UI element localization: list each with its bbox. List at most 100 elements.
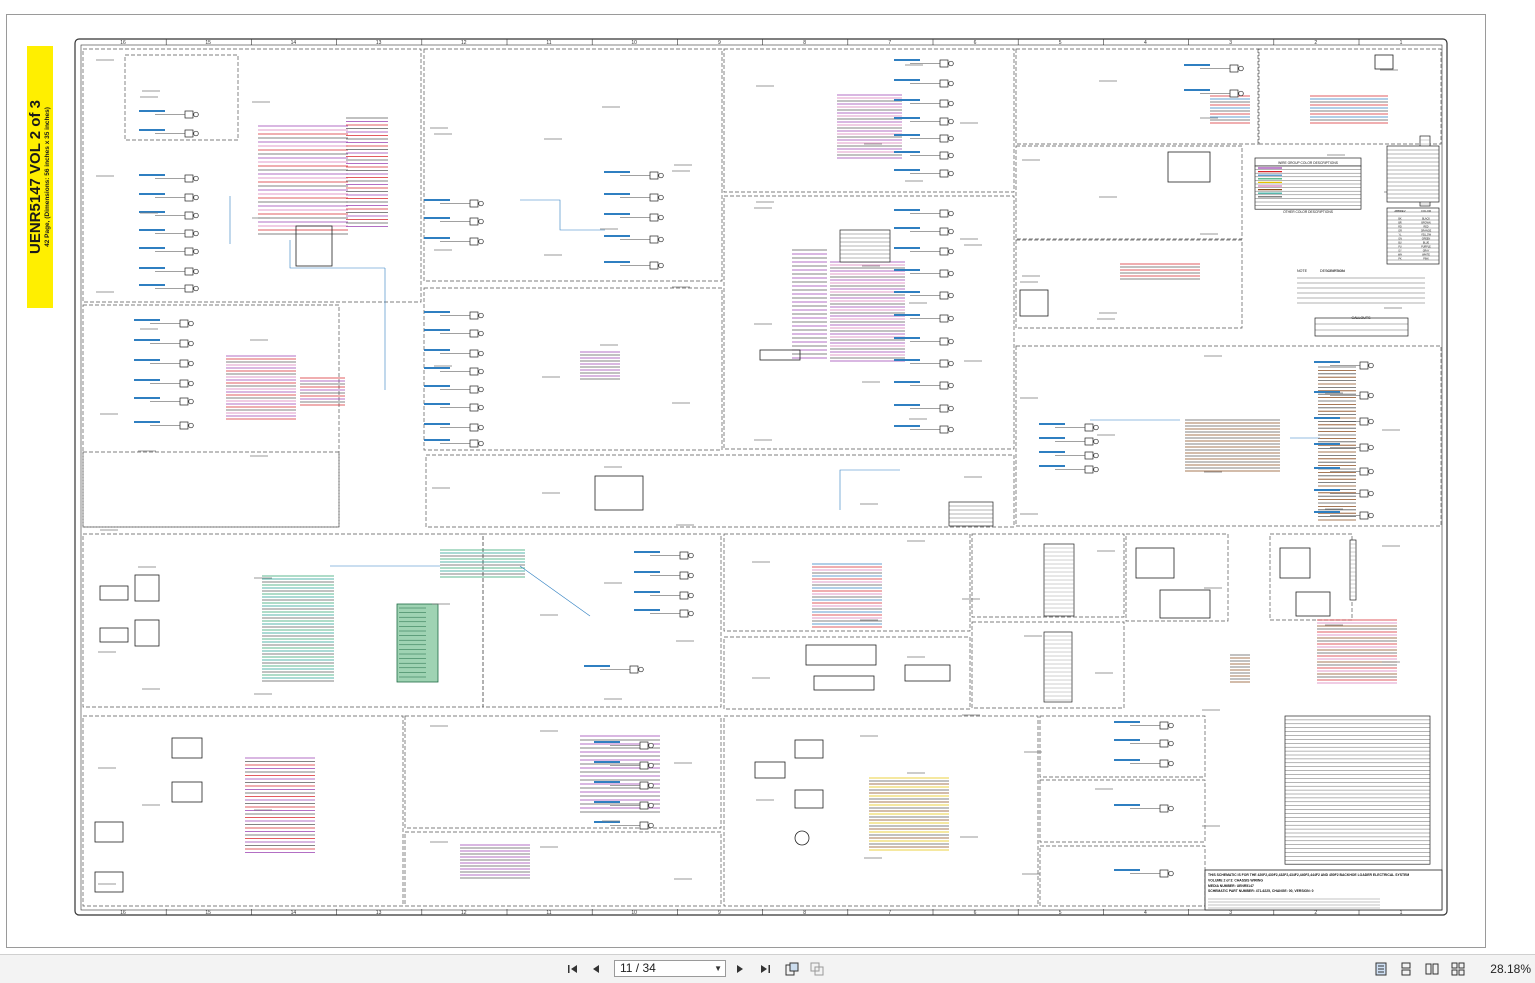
connector-callout	[1314, 361, 1340, 363]
continuous-view-icon[interactable]	[1398, 961, 1414, 977]
connector-pin	[1168, 740, 1174, 747]
connector	[939, 314, 949, 323]
connector	[939, 209, 949, 218]
connector-pin	[948, 270, 954, 277]
circuit-zone	[1269, 533, 1353, 621]
wire-bundles	[226, 94, 1397, 879]
connector-callout	[634, 571, 660, 573]
connector	[184, 174, 194, 183]
connector-callout	[594, 761, 620, 763]
previous-page-icon[interactable]	[588, 961, 604, 977]
connector-pin	[478, 218, 484, 225]
connector-pin	[1093, 466, 1099, 473]
connector-callout	[134, 359, 160, 361]
ruler-label: 14	[291, 40, 297, 46]
last-page-icon[interactable]	[757, 961, 773, 977]
color-cell: YELLOW	[1421, 234, 1432, 237]
connector	[469, 329, 479, 338]
single-page-view-icon[interactable]	[1373, 961, 1389, 977]
connector-pin	[193, 130, 199, 137]
connector-callout	[604, 261, 630, 263]
circuit-zone	[1015, 48, 1260, 145]
connector	[939, 169, 949, 178]
connector	[649, 261, 659, 270]
ruler-label: 5	[1059, 910, 1062, 916]
connector-pin	[188, 360, 194, 367]
connector	[939, 99, 949, 108]
component-box	[295, 225, 333, 267]
circuit-zone	[124, 54, 239, 141]
wire-route	[520, 199, 605, 231]
connector-pin	[688, 572, 694, 579]
ruler-label: 7	[888, 40, 891, 46]
connector-pin	[948, 382, 954, 389]
connector-pin	[948, 170, 954, 177]
connector-callout	[894, 314, 920, 316]
connector	[939, 359, 949, 368]
connector-pin	[478, 312, 484, 319]
connector-callout	[894, 59, 920, 61]
connector-pin	[948, 360, 954, 367]
connector	[939, 134, 949, 143]
connector-callout	[424, 439, 450, 441]
connector-pin	[688, 592, 694, 599]
color-cell: WHITE	[1422, 254, 1430, 257]
connector-callout	[139, 211, 165, 213]
ruler-label: 2	[1314, 40, 1317, 46]
connector	[184, 110, 194, 119]
connector	[679, 609, 689, 618]
ruler-label: 1	[1400, 910, 1403, 916]
connector-callout	[634, 551, 660, 553]
connector-pin	[688, 610, 694, 617]
connector	[469, 349, 479, 358]
abbrev-cell: WH	[1398, 254, 1402, 257]
connector-pin	[478, 404, 484, 411]
two-page-continuous-icon[interactable]	[1450, 961, 1466, 977]
motor-symbol	[794, 830, 810, 846]
fit-page-icon[interactable]	[784, 961, 800, 977]
connector	[469, 199, 479, 208]
document-viewer[interactable]: UENR5147 VOL 2 of 3 42 Page, (Dimensions…	[0, 0, 1535, 954]
connector	[179, 359, 189, 368]
connector-callout	[604, 171, 630, 173]
connector-callout	[1039, 437, 1065, 439]
connector-callout	[894, 134, 920, 136]
connector-pin	[1168, 805, 1174, 812]
connector	[639, 821, 649, 830]
connector-callout	[134, 397, 160, 399]
ruler-label: 11	[546, 40, 551, 46]
wire-route	[839, 469, 900, 510]
abbrev-cell: PK	[1398, 258, 1402, 261]
connector-pin	[478, 330, 484, 337]
connector-callout	[894, 337, 920, 339]
connector-pin	[948, 248, 954, 255]
circuit-zone	[723, 48, 1015, 193]
first-page-icon[interactable]	[565, 961, 581, 977]
wire-group-legend-title: WIRE GROUP COLOR DESCRIPTIONS	[1278, 161, 1339, 165]
callouts-table	[1314, 317, 1409, 337]
connector	[179, 319, 189, 328]
two-page-view-icon[interactable]	[1424, 961, 1440, 977]
chevron-down-icon[interactable]: ▼	[714, 964, 722, 973]
fit-width-icon[interactable]	[809, 961, 825, 977]
ruler-label: 11	[546, 910, 551, 916]
connector	[184, 129, 194, 138]
next-page-icon[interactable]	[732, 961, 748, 977]
connector	[179, 379, 189, 388]
component-box	[99, 585, 129, 601]
zoom-level[interactable]: 28.18%	[1490, 962, 1531, 976]
connector-callout	[594, 741, 620, 743]
circuit-zone	[1039, 715, 1206, 778]
connector-callout	[424, 311, 450, 313]
page-number-input[interactable]: 11 / 34 ▼	[614, 960, 726, 977]
ruler-label: 8	[803, 910, 806, 916]
connector-pin	[948, 292, 954, 299]
circuit-zone	[723, 636, 971, 710]
component-box	[99, 627, 129, 643]
connector-pin	[658, 262, 664, 269]
ruler-label: 10	[631, 40, 637, 46]
connector	[1159, 804, 1169, 813]
connector	[184, 211, 194, 220]
connector-pin	[948, 152, 954, 159]
color-cell: PURPLE	[1421, 246, 1431, 249]
